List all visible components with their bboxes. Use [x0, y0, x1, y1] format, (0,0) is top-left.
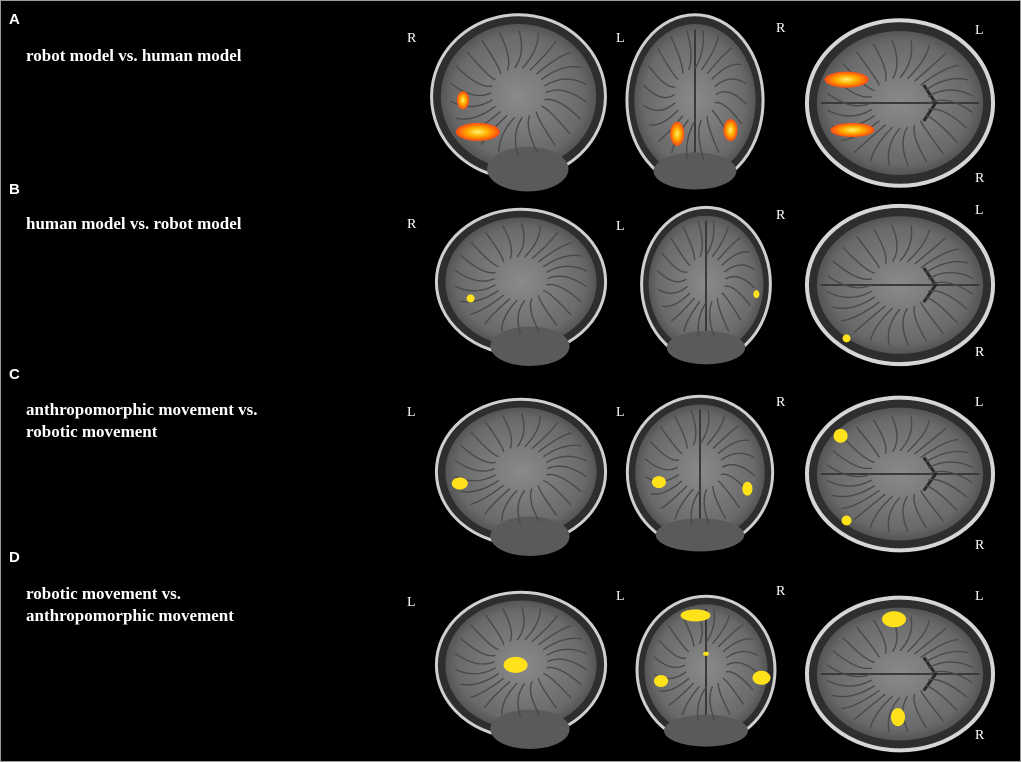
cerebellum — [490, 709, 570, 750]
sagittal-slice-c — [434, 397, 608, 557]
cerebellum — [655, 518, 745, 552]
orient-b-sagittal: R — [407, 217, 417, 232]
orient-d-coronal-right: R — [776, 584, 786, 599]
panel-title-d-line1: robotic movement vs. — [26, 584, 182, 603]
activation-blob — [891, 708, 906, 727]
coronal-slice-a — [625, 13, 765, 190]
orient-a-axial-top: L — [975, 23, 984, 38]
brain-gyri — [644, 409, 756, 525]
brain-gyri — [656, 220, 756, 338]
coronal-slice-c — [625, 394, 775, 552]
panel-letter-d: D — [9, 549, 20, 566]
panel-title-c: anthropomorphic movement vs. robotic mov… — [26, 399, 258, 443]
orient-d-sagittal: L — [407, 595, 416, 610]
activation-blob — [742, 481, 753, 496]
sagittal-slice-a — [430, 13, 607, 192]
orient-c-coronal-right: R — [776, 395, 786, 410]
cerebellum — [490, 326, 570, 367]
activation-blob — [503, 656, 528, 673]
orient-a-sagittal: R — [407, 31, 417, 46]
activation-blob — [833, 428, 848, 443]
brain-gyri — [826, 415, 974, 533]
orient-c-axial-bottom: R — [975, 538, 985, 553]
sagittal-slice-b — [434, 207, 608, 367]
panel-letter-a: A — [9, 11, 20, 28]
orient-b-axial-bottom: R — [975, 345, 985, 360]
coronal-slice-b — [640, 205, 772, 365]
panel-title-a: robot model vs. human model — [26, 45, 242, 67]
panel-title-a-line1: robot model vs. human model — [26, 46, 242, 65]
orient-d-axial-top: L — [975, 589, 984, 604]
ventricle — [922, 266, 938, 304]
panel-title-c-line1: anthropomorphic movement vs. — [26, 400, 258, 419]
cerebellum — [664, 714, 748, 747]
panel-title-d-line2: anthropomorphic movement — [26, 606, 234, 625]
cerebellum — [487, 146, 569, 192]
axial-slice-b — [804, 203, 996, 367]
brain-gyri — [454, 223, 588, 335]
ventricle — [922, 656, 938, 692]
orient-b-coronal-left: L — [616, 219, 625, 234]
activation-blob — [841, 515, 852, 526]
brain-gyri — [826, 615, 974, 733]
orient-c-axial-top: L — [975, 395, 984, 410]
activation-blob — [654, 675, 668, 687]
ventricle — [922, 456, 938, 492]
orient-b-axial-top: L — [975, 203, 984, 218]
cerebellum — [666, 330, 746, 365]
orient-a-axial-bottom: R — [975, 171, 985, 186]
brain-gyri — [454, 606, 588, 718]
ventricle — [922, 84, 938, 122]
orient-d-coronal-left: L — [616, 589, 625, 604]
brain-tissue — [445, 407, 597, 537]
panel-letter-c: C — [9, 366, 20, 383]
panel-title-b-line1: human model vs. robot model — [26, 214, 242, 233]
activation-blob — [451, 477, 468, 490]
orient-d-axial-bottom: R — [975, 728, 985, 743]
panel-title-c-line2: robotic movement — [26, 422, 158, 441]
activation-blob — [723, 119, 738, 142]
orient-b-coronal-right: R — [776, 208, 786, 223]
brain-gyri — [642, 29, 748, 160]
activation-blob — [752, 670, 771, 685]
activation-blob — [842, 334, 851, 343]
brain-gyri — [454, 413, 588, 525]
activation-blob — [651, 476, 666, 489]
orient-a-coronal-right: R — [776, 21, 786, 36]
sagittal-slice-d — [434, 590, 608, 750]
activation-blob — [703, 651, 709, 656]
activation-blob — [455, 122, 500, 141]
brain-gyri — [450, 30, 587, 156]
activation-blob — [882, 611, 907, 628]
panel-title-b: human model vs. robot model — [26, 213, 242, 235]
orient-c-sagittal: L — [407, 405, 416, 420]
brain-gyri — [653, 609, 759, 721]
coronal-slice-d — [635, 594, 777, 747]
panel-letter-b: B — [9, 181, 20, 198]
axial-slice-c — [804, 395, 996, 553]
activation-blob — [466, 294, 475, 303]
cerebellum — [653, 152, 737, 190]
brain-gyri — [826, 224, 974, 346]
activation-blob — [824, 71, 869, 88]
activation-blob — [457, 91, 469, 110]
activation-blob — [830, 123, 875, 137]
orient-a-coronal-left: L — [616, 31, 625, 46]
brain-tissue — [445, 217, 597, 347]
activation-blob — [680, 609, 711, 622]
cerebellum — [490, 516, 570, 557]
activation-blob — [753, 290, 760, 299]
axial-slice-a — [804, 18, 996, 188]
axial-slice-d — [804, 595, 996, 753]
panel-title-d: robotic movement vs. anthropomorphic mov… — [26, 583, 234, 627]
orient-c-coronal-left: L — [616, 405, 625, 420]
activation-blob — [670, 121, 685, 146]
